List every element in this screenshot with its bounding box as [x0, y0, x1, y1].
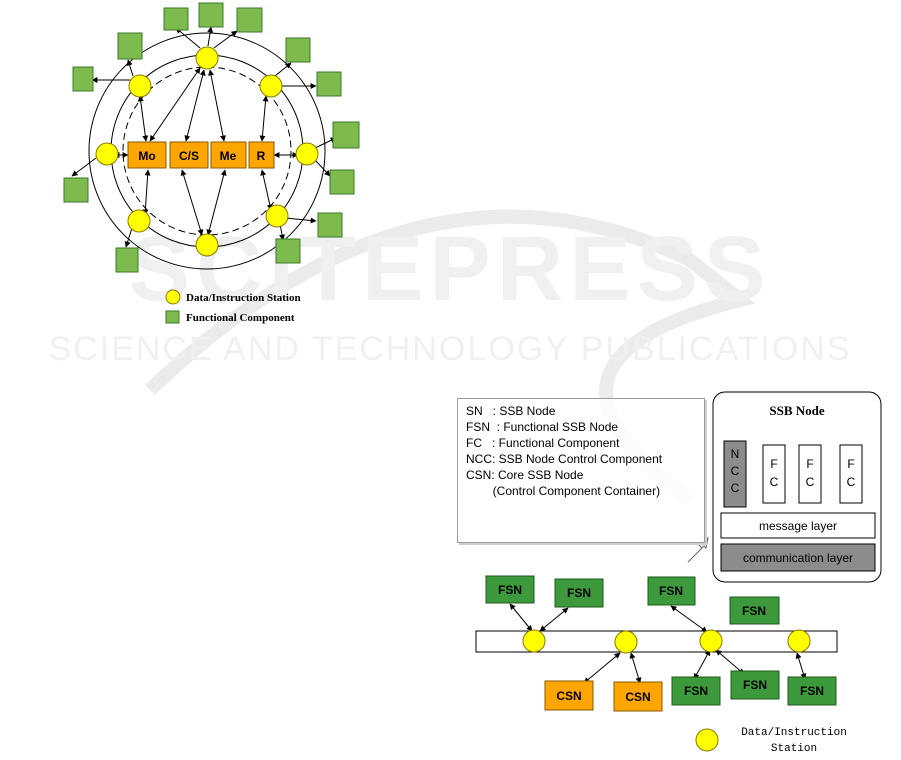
svg-text:C: C: [770, 475, 779, 489]
csn-nodes: CSN CSN: [544, 680, 663, 712]
fc-square: [163, 7, 189, 31]
fc-square: [329, 169, 355, 195]
station: [128, 74, 152, 98]
core-cs: C/S: [179, 149, 199, 163]
bus-legend-line1: Data/Instruction: [741, 727, 847, 739]
ring-legend: Data/Instruction Station Functional Comp…: [165, 289, 301, 324]
svg-text:F: F: [847, 457, 854, 471]
definition-line: (Control Component Container): [466, 484, 661, 498]
fc-square: [316, 71, 342, 97]
definition-line: SN : SSB Node: [466, 404, 556, 418]
dashed-ring: [122, 66, 292, 236]
ring-legend-component: Functional Component: [186, 312, 295, 324]
watermark: SCITEPRESS SCIENCE AND TECHNOLOGY PUBLIC…: [48, 209, 851, 506]
fc-square: [317, 212, 343, 238]
bus-stations: [522, 629, 811, 654]
fc-square: [72, 66, 94, 92]
core-mo: Mo: [138, 149, 155, 163]
ssb-node-title: SSB Node: [769, 403, 824, 418]
station: [195, 233, 219, 257]
svg-text:C: C: [806, 475, 815, 489]
fc-square: [63, 177, 89, 203]
bus-legend: Data/Instruction Station: [695, 727, 847, 755]
station: [699, 629, 723, 653]
definition-line: NCC: SSB Node Control Component: [466, 452, 663, 466]
bus-line: [475, 630, 838, 653]
station: [95, 142, 119, 166]
ssb-node: SSB Node N C C F C F C F C message layer…: [712, 391, 882, 583]
svg-text:F: F: [806, 457, 813, 471]
station: [127, 209, 151, 233]
fsn-label: FSN: [743, 678, 767, 692]
ring-arrows: [71, 26, 337, 248]
watermark-main: SCITEPRESS: [129, 218, 772, 320]
fc-square: [275, 238, 301, 264]
csn-label: CSN: [625, 690, 650, 704]
communication-layer: communication layer: [743, 551, 853, 565]
ring-legend-station: Data/Instruction Station: [186, 292, 301, 304]
definitions-box: SN : SSB Node FSN : Functional SSB Node …: [457, 398, 705, 543]
station: [522, 629, 546, 653]
fc-square: [285, 37, 311, 63]
station: [195, 46, 219, 70]
svg-text:C: C: [731, 464, 740, 478]
svg-text:N: N: [731, 447, 740, 461]
ring-stations: [95, 46, 319, 257]
fsn-label: FSN: [684, 684, 708, 698]
zoom-arrow-icon: [687, 536, 709, 563]
bus-legend-line2: Station: [771, 743, 817, 755]
definition-line: FSN : Functional SSB Node: [466, 420, 619, 434]
svg-text:C: C: [847, 475, 856, 489]
station: [265, 204, 289, 228]
fsn-nodes: FSN FSN FSN FSN FSN FSN FSN: [485, 575, 837, 706]
station: [259, 74, 283, 98]
fc-square: [198, 2, 224, 28]
definition-line: FC : Functional Component: [466, 436, 620, 450]
fc-square: [236, 7, 263, 33]
watermark-sub: SCIENCE AND TECHNOLOGY PUBLICATIONS: [48, 330, 851, 368]
outer-ring: [88, 32, 326, 270]
csn-label: CSN: [556, 689, 581, 703]
fsn-label: FSN: [659, 584, 683, 598]
message-layer: message layer: [759, 519, 837, 533]
ring-diagram: Mo C/S Me R Data/Instruction Station Fun…: [63, 2, 360, 324]
fsn-label: FSN: [498, 583, 522, 597]
fc-square: [117, 32, 143, 60]
definition-line: CSN: Core SSB Node: [466, 468, 584, 482]
core-components: Mo C/S Me R: [127, 141, 275, 169]
core-r: R: [257, 149, 266, 163]
core-me: Me: [220, 149, 237, 163]
svg-text:C: C: [731, 481, 740, 495]
fsn-label: FSN: [800, 684, 824, 698]
fc-square: [332, 121, 360, 149]
svg-text:F: F: [770, 457, 777, 471]
fsn-label: FSN: [742, 604, 766, 618]
station: [295, 142, 319, 166]
fc-square: [115, 247, 139, 273]
functional-components: [63, 2, 360, 273]
bus-diagram: FSN FSN FSN FSN FSN FSN FSN CSN CSN: [475, 575, 847, 755]
fsn-label: FSN: [567, 586, 591, 600]
station: [614, 630, 638, 654]
station: [787, 629, 811, 653]
